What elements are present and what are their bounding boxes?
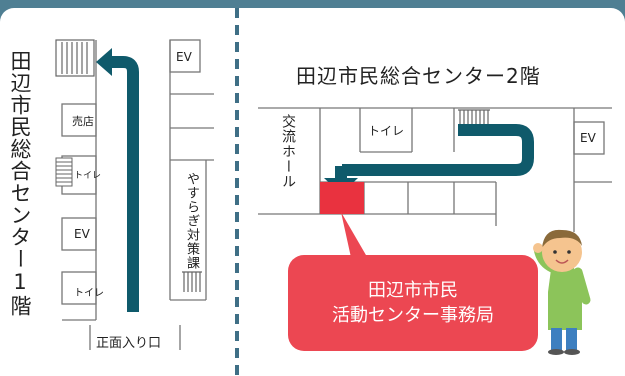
toilet-label-2f: トイレ [368, 124, 405, 138]
route-arrowhead-1f [96, 48, 112, 76]
floor2-title: 田辺市民総合センター2階 [296, 64, 541, 88]
callout-pointer [341, 212, 370, 262]
person-illustration [533, 229, 591, 355]
exchange-hall-label: 交流ホール [280, 114, 296, 189]
toilet-label-1f-1: トイレ [74, 171, 102, 181]
entrance-label: 正面入り口 [96, 336, 162, 351]
stairs-1f-mid [55, 157, 73, 187]
ev-label-1f-1: EV [74, 227, 90, 241]
floor1-title: 田辺市民総合センター1階 [8, 50, 32, 317]
consult-office-label: やすらぎ対策課 [184, 172, 199, 270]
route-arrow-1f [108, 56, 139, 312]
ev-label-2f: EV [580, 131, 596, 145]
ev-label-1f-2: EV [176, 50, 192, 64]
toilet-label-1f-2: トイレ [74, 288, 104, 299]
callout-line2: 活動センター事務局 [332, 305, 494, 326]
destination-room [320, 182, 364, 214]
shop-label: 売店 [72, 115, 94, 128]
route-arrow-2f [342, 124, 534, 176]
callout-line1: 田辺市市民 [368, 280, 458, 301]
destination-callout: 田辺市市民 活動センター事務局 [288, 255, 538, 351]
